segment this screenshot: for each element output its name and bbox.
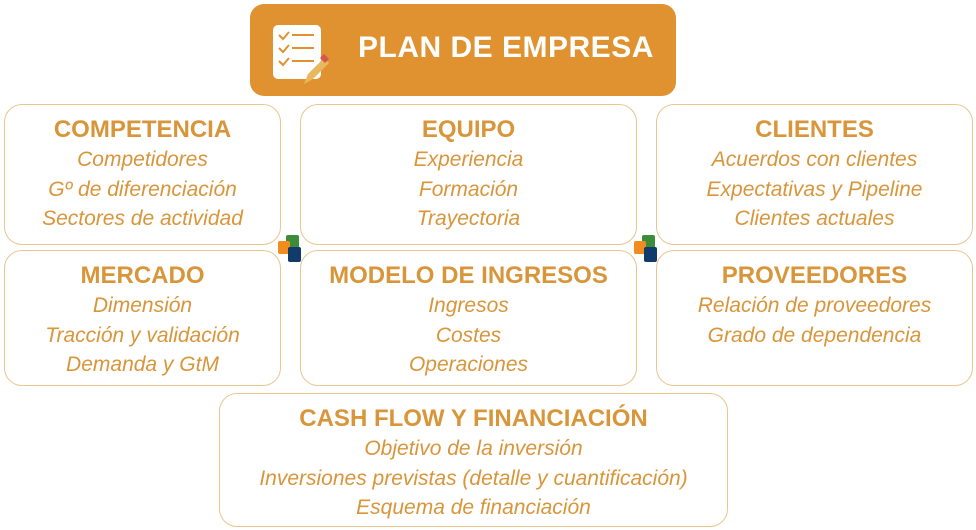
box-item: Grado de dependencia [707,323,922,347]
box-item: Demanda y GtM [66,353,219,376]
box-mercado: MERCADO Dimensión Tracción y validación … [4,250,281,386]
box-title: CLIENTES [755,116,874,143]
box-clientes: CLIENTES Acuerdos con clientes Expectati… [656,104,973,245]
box-item: Expectativas y Pipeline [706,177,923,201]
box-item: Tracción y validación [45,323,240,347]
box-title: PROVEEDORES [721,262,908,289]
box-competencia: COMPETENCIA Competidores Gº de diferenci… [4,104,281,245]
box-item: Objetivo de la inversión [364,437,583,460]
box-item: Gº de diferenciación [48,177,237,201]
box-item: Acuerdos con clientes [711,148,918,171]
box-proveedores: PROVEEDORES Relación de proveedores Grad… [656,250,973,386]
box-item: Dimensión [92,294,193,317]
squares-logo-icon [278,235,302,263]
box-item: Ingresos [428,294,509,317]
box-equipo: EQUIPO Experiencia Formación Trayectoria [300,104,637,245]
box-item: Trayectoria [416,207,521,230]
box-title: MERCADO [80,262,205,289]
box-item: Experiencia [413,148,524,171]
box-item: Clientes actuales [734,207,895,230]
box-item: Formación [418,177,519,201]
box-title: MODELO DE INGRESOS [329,262,608,289]
plan-de-empresa-header: PLAN DE EMPRESA [250,4,676,96]
box-item: Relación de proveedores [697,294,932,317]
page-title: PLAN DE EMPRESA [358,31,654,64]
box-item: Costes [435,323,502,347]
box-item: Sectores de actividad [42,207,243,230]
box-title: EQUIPO [421,116,516,143]
box-title: CASH FLOW Y FINANCIACIÓN [299,405,648,432]
box-item: Inversiones previstas (detalle y cuantif… [259,466,688,490]
box-item: Competidores [77,148,208,171]
box-item: Operaciones [408,353,529,376]
box-cash-flow: CASH FLOW Y FINANCIACIÓN Objetivo de la … [219,393,728,527]
squares-logo-icon [634,235,658,263]
box-title: COMPETENCIA [53,116,232,143]
box-modelo-de-ingresos: MODELO DE INGRESOS Ingresos Costes Opera… [300,250,637,386]
box-item: Esquema de financiación [356,496,591,519]
checklist-pencil-icon [273,25,329,84]
